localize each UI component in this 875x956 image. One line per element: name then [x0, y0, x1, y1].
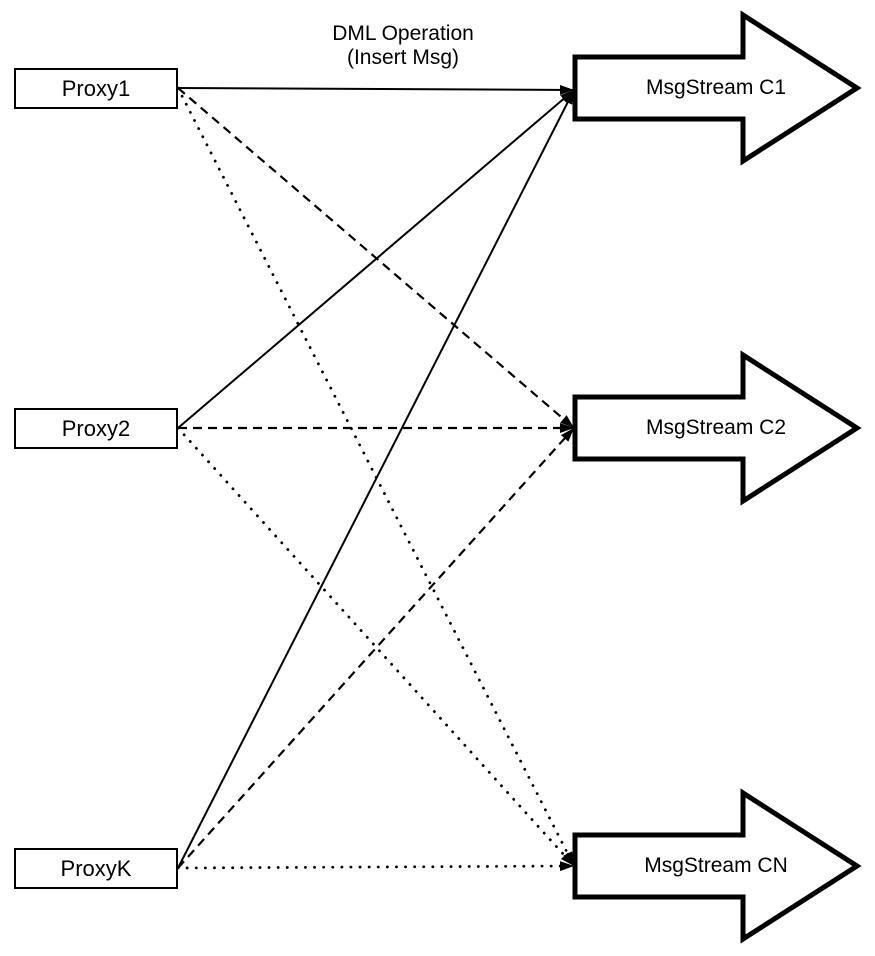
msgstream-cn-label: MsgStream CN — [644, 854, 788, 877]
msgstream-c1-label: MsgStream C1 — [645, 76, 787, 99]
edge-proxyk-msgstream-cn — [176, 861, 576, 872]
edge-group — [176, 84, 576, 872]
msgstream-c2-arrow — [572, 350, 862, 506]
edge-proxy2-msgstream-cn — [176, 426, 576, 868]
edge-proxy1-msgstream-cn — [176, 86, 576, 868]
msgstream-cn-arrow — [572, 788, 862, 944]
edge-proxy1-msgstream-c2 — [177, 87, 575, 429]
proxy2-box: Proxy2 — [14, 408, 178, 449]
edge-proxyk-msgstream-c2 — [177, 427, 575, 869]
proxyk-box: ProxyK — [14, 848, 178, 889]
msgstream-c1-arrow — [572, 10, 862, 166]
proxyk-label: ProxyK — [60, 855, 132, 881]
edge-proxy1-msgstream-c1 — [177, 84, 575, 95]
proxy2-label: Proxy2 — [61, 415, 131, 441]
annotation-line2: (Insert Msg) — [346, 45, 459, 69]
dml-operation-annotation: DML Operation (Insert Msg) — [253, 22, 553, 69]
msgstream-c2-label: MsgStream C2 — [645, 416, 787, 439]
proxy1-label: Proxy1 — [61, 75, 131, 101]
annotation-line1: DML Operation — [332, 22, 474, 45]
edge-proxyk-msgstream-c1 — [177, 89, 575, 869]
proxy1-box: Proxy1 — [14, 68, 178, 109]
